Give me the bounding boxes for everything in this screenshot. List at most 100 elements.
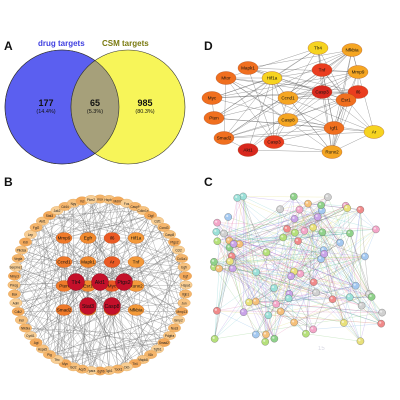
network-node: Vegfa (11, 254, 25, 263)
node-highlight (284, 226, 288, 229)
network-node: Esr1 (335, 93, 357, 107)
network-edge (64, 206, 137, 287)
network-edge (211, 97, 335, 129)
network-edge (14, 200, 83, 295)
network-edge (111, 309, 144, 360)
node-label: Tlr4 (132, 362, 138, 366)
network-edge (111, 305, 119, 370)
node-shape (263, 135, 285, 149)
network-edge (223, 119, 289, 139)
network-edge (276, 203, 309, 305)
network-node (212, 228, 221, 236)
node-highlight (240, 194, 244, 197)
node-label: Nfkbia (345, 48, 358, 53)
node-highlight (211, 259, 215, 262)
node-shape (177, 298, 191, 308)
network-edge (256, 256, 365, 273)
node-label: Agt (34, 341, 39, 345)
network-edge (247, 149, 333, 153)
node-shape (179, 271, 192, 281)
node-shape (295, 205, 304, 214)
node-highlight (230, 266, 233, 269)
network-node: Stat3 (79, 297, 97, 315)
node-shape (351, 281, 360, 290)
network-edge (255, 301, 314, 330)
network-node: Mmp3 (8, 271, 21, 281)
network-edge (371, 296, 382, 324)
network-edge (231, 256, 314, 330)
network-node (367, 293, 376, 301)
node-shape (346, 229, 354, 238)
node-shape (309, 278, 318, 286)
network-edge (229, 205, 346, 262)
network-edge (135, 241, 175, 311)
node-shape (328, 295, 337, 304)
node-label: Fos (124, 202, 130, 206)
node-shape (24, 230, 37, 239)
network-node (320, 250, 328, 258)
network-node (318, 228, 327, 236)
network-node: Tlr4 (67, 273, 85, 291)
network-node: Cdk2 (11, 307, 25, 316)
network-edge (225, 77, 333, 153)
node-shape (9, 262, 23, 272)
node-highlight (274, 301, 277, 305)
node-highlight (347, 295, 350, 298)
node-label: Runx2 (129, 284, 143, 289)
node-highlight (271, 285, 275, 289)
network-edge (286, 209, 361, 229)
network-edge (35, 227, 58, 360)
node-shape (367, 293, 376, 301)
node-highlight (373, 227, 377, 230)
node-shape (79, 256, 97, 268)
node-label: Pkm2 (87, 198, 95, 202)
network-node: Akt1 (237, 143, 259, 157)
node-label: Hif1a (267, 76, 278, 81)
network-edge (229, 196, 294, 248)
network-edge (15, 266, 89, 311)
node-label: Tnf (319, 68, 326, 73)
network-edge (14, 293, 83, 370)
node-label: Nos3 (171, 327, 179, 331)
network-node (309, 223, 317, 232)
network-edge (287, 49, 353, 121)
network-node (294, 237, 302, 245)
network-node: Egfr (177, 262, 191, 272)
network-edge (331, 71, 359, 153)
network-edge (225, 77, 359, 93)
node-label: Tlr4 (314, 46, 322, 51)
node-shape (127, 232, 145, 244)
network-edge (223, 77, 273, 139)
node-shape (290, 318, 298, 327)
network-edge (135, 309, 144, 360)
node-shape (11, 307, 25, 316)
node-label: Mapk8 (138, 358, 148, 362)
panel-c: C 15 (204, 175, 386, 352)
network-edge (42, 221, 65, 263)
network-edge (364, 229, 377, 257)
network-edge (87, 285, 182, 312)
node-shape (177, 262, 191, 272)
node-label: Ar (372, 130, 377, 135)
network-node: Igf1 (323, 121, 345, 135)
network-edge (243, 196, 361, 210)
network-edge (255, 301, 295, 323)
network-edge (223, 69, 323, 139)
node-label: Serpine1 (9, 266, 22, 270)
node-shape (213, 307, 221, 315)
node-shape (290, 192, 298, 201)
network-edge (135, 309, 165, 343)
node-shape (8, 271, 21, 281)
network-edge (49, 305, 89, 355)
network-edge (243, 196, 328, 198)
node-highlight (362, 254, 366, 257)
network-edge (247, 67, 275, 143)
node-highlight (215, 239, 218, 242)
network-edge (233, 243, 275, 339)
network-node (283, 225, 291, 233)
node-shape (270, 334, 279, 343)
node-shape (213, 218, 221, 227)
node-shape (283, 225, 291, 233)
network-node: Ccnd3 (157, 223, 171, 232)
